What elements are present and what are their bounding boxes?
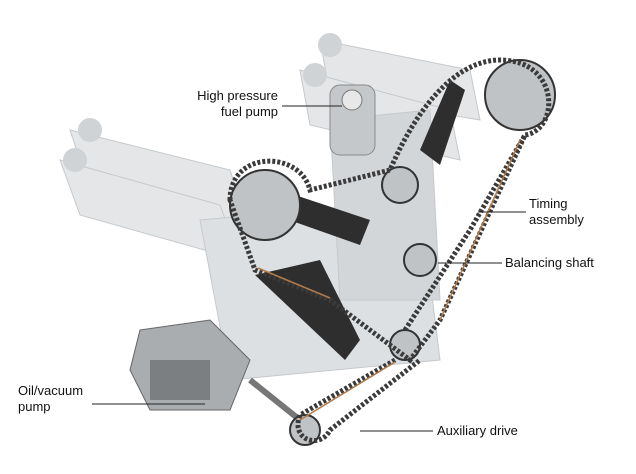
label-line: Oil/vacuum xyxy=(18,383,84,398)
fuel-pump xyxy=(329,84,376,156)
label-line: High pressure xyxy=(197,88,278,103)
label-auxiliary-drive: Auxiliary drive xyxy=(437,423,518,438)
timing-chains xyxy=(227,57,552,444)
label-balancing-shaft: Balancing shaft xyxy=(505,255,594,270)
label-oil-vacuum-pump: Oil/vacuum pump xyxy=(18,383,83,415)
label-line: Timing xyxy=(529,196,568,211)
label-line: assembly xyxy=(529,212,584,227)
label-timing-assembly: Timing assembly xyxy=(529,196,584,228)
label-line: fuel pump xyxy=(220,104,278,119)
leader-lines xyxy=(92,105,526,432)
label-line: pump xyxy=(18,399,51,414)
oil-vacuum-pump xyxy=(129,319,302,423)
chain-accents xyxy=(257,139,521,421)
camshafts xyxy=(63,33,342,172)
label-fuel-pump: High pressure fuel pump xyxy=(150,88,278,120)
